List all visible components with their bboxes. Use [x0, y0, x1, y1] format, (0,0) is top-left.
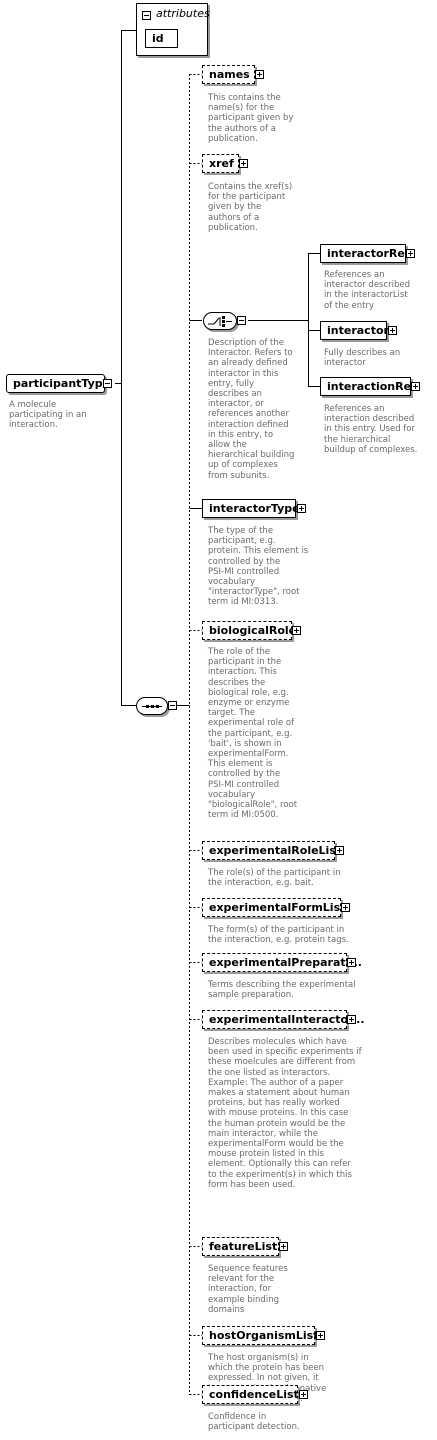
- choice-compositor[interactable]: [203, 312, 237, 330]
- element-experimentalFormList[interactable]: experimentalFormList: [202, 898, 345, 917]
- element-label: names: [209, 68, 250, 81]
- attributes-group: attributes id: [136, 3, 210, 56]
- expand-icon[interactable]: [292, 626, 301, 635]
- root-element[interactable]: participantType: [6, 374, 110, 393]
- element-description: References an interactor described in th…: [324, 270, 411, 311]
- expand-icon[interactable]: [279, 1242, 288, 1251]
- expand-icon[interactable]: [335, 846, 344, 855]
- expand-icon[interactable]: [255, 70, 264, 79]
- attributes-collapse-icon[interactable]: [142, 11, 151, 20]
- element-experimentalInteractor[interactable]: experimentalInteractor...: [202, 1010, 365, 1029]
- element-description: This contains the name(s) for the partic…: [208, 93, 294, 144]
- element-label: interactionRef: [327, 380, 416, 393]
- element-xref[interactable]: xref: [202, 154, 239, 173]
- element-label: interactorType: [209, 502, 300, 515]
- element-names[interactable]: names: [202, 65, 255, 84]
- element-label: interactor: [327, 324, 389, 337]
- element-description: Contains the xref(s) for the participant…: [208, 182, 293, 233]
- element-label: experimentalPreparati...: [209, 956, 362, 969]
- element-label: confidenceList: [209, 1388, 299, 1401]
- element-label: experimentalFormList: [209, 901, 346, 914]
- element-description: Sequence features relevant for the inter…: [208, 1264, 288, 1315]
- expand-icon[interactable]: [239, 159, 248, 168]
- element-description: References an interaction described in t…: [324, 404, 418, 455]
- expand-icon[interactable]: [297, 504, 306, 513]
- choice-icon: [208, 316, 232, 327]
- element-description: The form(s) of the participant in the in…: [208, 925, 349, 946]
- choice-collapse-icon[interactable]: [237, 316, 246, 325]
- element-featureList[interactable]: featureList: [202, 1237, 279, 1256]
- element-description: Confidence in participant detection.: [208, 1412, 300, 1433]
- element-label: experimentalRoleList: [209, 844, 342, 857]
- element-interactorType[interactable]: interactorType: [202, 499, 300, 518]
- choice-description: Description of the Interactor. Refers to…: [208, 338, 295, 481]
- expand-icon[interactable]: [411, 382, 420, 391]
- expand-icon[interactable]: [341, 903, 350, 912]
- element-experimentalRoleList[interactable]: experimentalRoleList: [202, 841, 341, 860]
- element-description: The type of the participant, e.g. protei…: [208, 526, 309, 608]
- expand-icon[interactable]: [347, 1015, 356, 1024]
- attributes-title: attributes: [156, 7, 210, 20]
- expand-icon[interactable]: [299, 1390, 308, 1399]
- expand-icon[interactable]: [388, 326, 397, 335]
- element-label: experimentalInteractor...: [209, 1013, 365, 1026]
- element-interactionRef[interactable]: interactionRef: [320, 377, 416, 396]
- element-description: Describes molecules which have been used…: [208, 1037, 362, 1190]
- element-interactorRef[interactable]: interactorRef: [320, 244, 410, 263]
- attribute-id[interactable]: id: [145, 29, 178, 48]
- root-element-label: participantType: [13, 377, 111, 390]
- sequence-compositor[interactable]: [136, 697, 168, 715]
- element-experimentalPreparation[interactable]: experimentalPreparati...: [202, 953, 362, 972]
- element-description: The role(s) of the participant in the in…: [208, 868, 341, 889]
- element-description: Terms describing the experimental sample…: [208, 980, 356, 1001]
- sequence-collapse-icon[interactable]: [168, 701, 177, 710]
- expand-icon[interactable]: [316, 1331, 325, 1340]
- expand-icon[interactable]: [406, 249, 415, 258]
- element-description: The role of the participant in the inter…: [208, 647, 298, 821]
- element-label: interactorRef: [327, 247, 410, 260]
- element-confidenceList[interactable]: confidenceList: [202, 1385, 299, 1404]
- element-interactor[interactable]: interactor: [320, 321, 389, 340]
- attribute-id-label: id: [152, 32, 164, 45]
- root-collapse-icon[interactable]: [103, 379, 112, 388]
- element-label: xref: [209, 157, 234, 170]
- element-description: Fully describes an interactor: [324, 348, 401, 369]
- element-label: hostOrganismList: [209, 1329, 319, 1342]
- element-biologicalRole[interactable]: biologicalRole: [202, 621, 296, 640]
- expand-icon[interactable]: [347, 958, 356, 967]
- element-hostOrganismList[interactable]: hostOrganismList: [202, 1326, 319, 1345]
- element-label: biologicalRole: [209, 624, 297, 637]
- element-label: featureList: [209, 1240, 278, 1253]
- sequence-icon: [142, 705, 162, 708]
- root-description: A molecule participating in an interacti…: [9, 400, 87, 431]
